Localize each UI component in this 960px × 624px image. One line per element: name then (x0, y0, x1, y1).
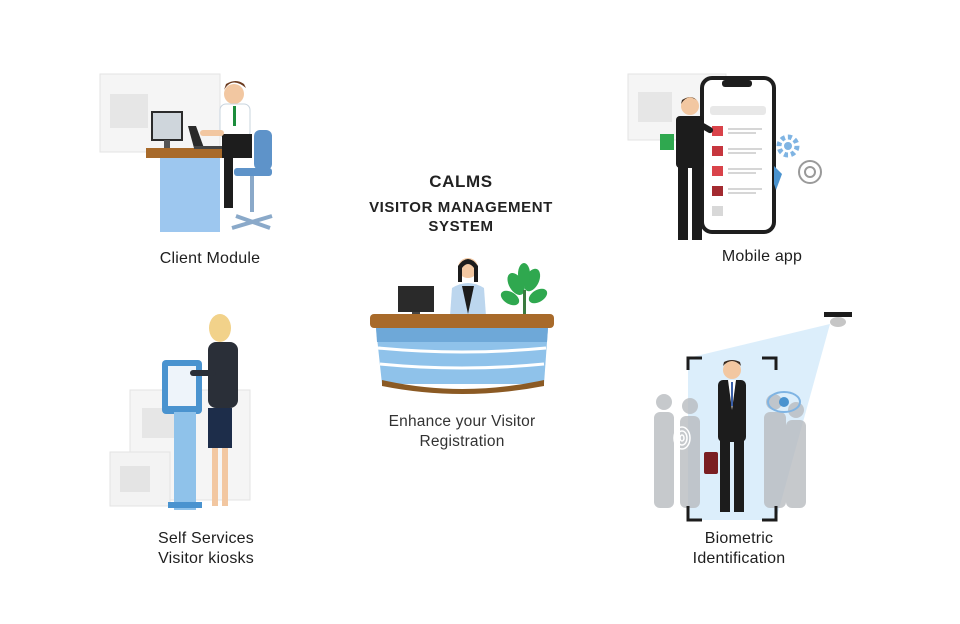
system-title: CALMS (429, 172, 493, 191)
biometric-caption: Biometric Identification (649, 529, 829, 569)
kiosk-illustration (109, 314, 251, 510)
biometric-scan-illustration (654, 312, 852, 522)
caption-line: Mobile app (721, 248, 803, 265)
caption-line: Identification (692, 550, 786, 567)
caption-line: Self Services (158, 530, 254, 547)
fingerprint-icon (673, 426, 691, 450)
eye-scan-icon (767, 391, 801, 413)
mobile-app-caption: Mobile app (672, 247, 852, 267)
gear-icon (776, 134, 800, 158)
tagline: Enhance your Visitor Registration (346, 412, 578, 452)
office-worker-illustration (99, 73, 273, 232)
caption-line: Biometric (704, 530, 774, 547)
system-subtitle: VISITOR MANAGEMENT SYSTEM (346, 198, 576, 236)
kiosk-caption: Self Services Visitor kiosks (116, 529, 296, 569)
subtitle-line: VISITOR MANAGEMENT (369, 199, 553, 216)
reception-desk-illustration (370, 258, 554, 394)
client-module-caption: Client Module (120, 249, 300, 269)
security-camera-icon (824, 312, 852, 327)
subtitle-line: SYSTEM (428, 218, 494, 235)
tagline-line: Enhance your Visitor (388, 413, 536, 430)
smartphone-illustration (627, 73, 822, 240)
tagline-line: Registration (419, 433, 505, 450)
gear-icon (798, 160, 822, 184)
caption-line: Visitor kiosks (158, 550, 254, 567)
caption-line: Client Module (159, 250, 261, 267)
